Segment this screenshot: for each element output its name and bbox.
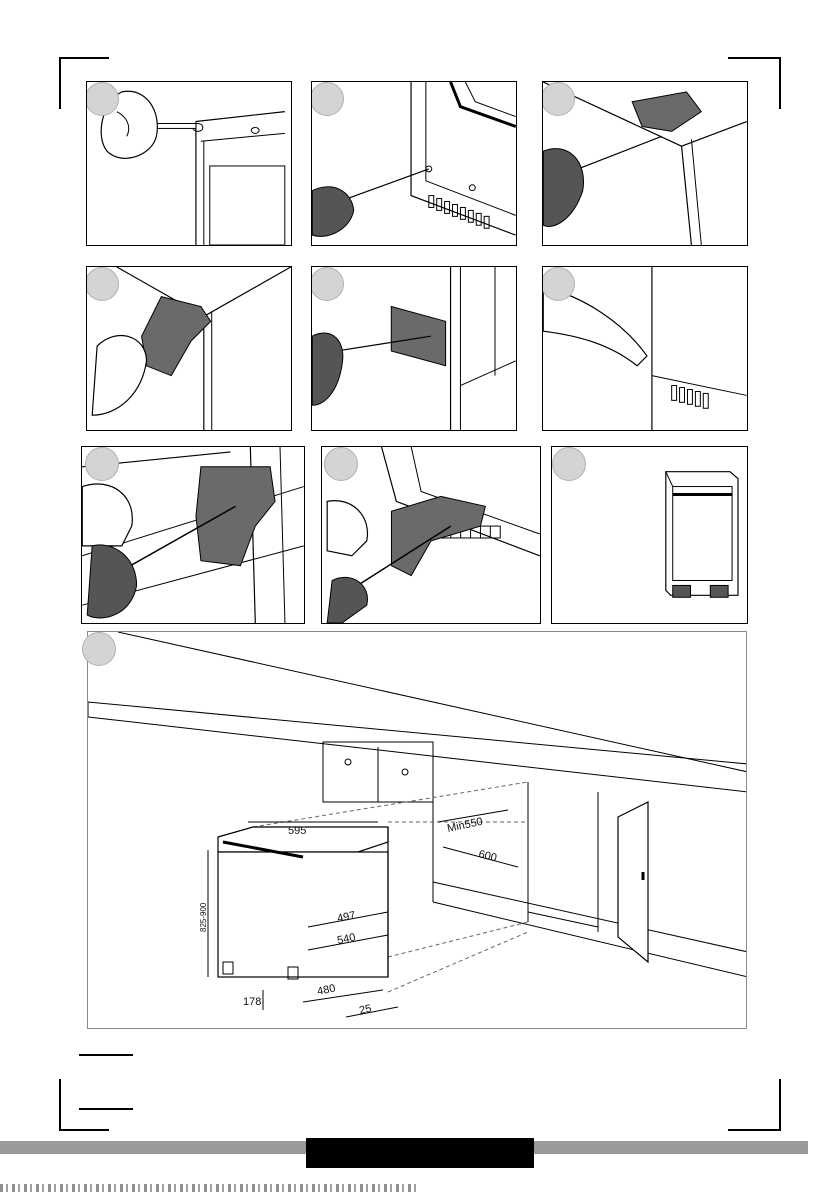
dim-min-depth-label: Min550: [446, 816, 484, 835]
step-badge-icon: [552, 447, 586, 481]
step-panel-8: [321, 446, 541, 624]
footer-rule-lower: [79, 1108, 133, 1110]
dim-width-label: 595: [288, 825, 306, 837]
step-4-illustration: [87, 267, 291, 430]
bracket-icon: [391, 307, 445, 366]
hand-icon: [87, 545, 136, 618]
dim-depth-label: 600: [477, 848, 498, 864]
hand-icon: [312, 187, 353, 237]
vent-grille: [672, 386, 709, 409]
hand-icon: [312, 333, 343, 405]
screwdriver-icon: [342, 169, 429, 201]
dim-178-label: 178: [243, 996, 261, 1008]
cabinet-door: [618, 802, 648, 962]
hand-icon: [92, 336, 146, 416]
step-panel-6: [542, 266, 748, 431]
hand-icon: [82, 484, 132, 546]
appliance-icon: [666, 472, 738, 598]
step-badge-icon: [86, 267, 119, 301]
step-badge-icon: [542, 82, 575, 116]
installation-diagram: 595 Min550 600 825-900 497 540 480 25 17…: [87, 631, 747, 1029]
step-2-illustration: [312, 82, 516, 245]
bracket-icon: [632, 92, 701, 132]
step-badge-icon: [86, 82, 119, 116]
step-panel-2: [311, 81, 517, 246]
bottom-strip: [0, 1184, 420, 1192]
hand-icon: [327, 501, 367, 556]
installation-drawing: 595 Min550 600 825-900 497 540 480 25 17…: [88, 632, 747, 1029]
hand-icon: [543, 149, 583, 227]
bracket-icon: [196, 467, 275, 566]
step-panel-1: [86, 81, 292, 246]
appliance-icon: [218, 827, 388, 979]
screwdriver-icon: [156, 123, 196, 128]
step-badge-icon: [311, 267, 344, 301]
crop-mark-bottom-left-v: [59, 1079, 61, 1131]
step-3-illustration: [543, 82, 747, 245]
screwdriver-icon: [573, 136, 662, 171]
footer-rule-upper: [79, 1054, 133, 1056]
step-6-illustration: [543, 267, 747, 430]
step-5-illustration: [312, 267, 516, 430]
step-badge-icon: [324, 447, 358, 481]
vent-grille: [429, 196, 489, 229]
crop-mark-bottom-right-v: [779, 1079, 781, 1131]
step-badge-icon: [311, 82, 344, 116]
step-panel-7: [81, 446, 305, 624]
crop-mark-bottom-right-h: [728, 1129, 781, 1131]
footer-tab: [306, 1138, 534, 1168]
crop-mark-top-left-h: [59, 57, 109, 59]
crop-mark-top-right-h: [728, 57, 781, 59]
crop-mark-bottom-left-h: [59, 1129, 109, 1131]
dim-25-label: 25: [358, 1003, 372, 1017]
bracket-icon: [391, 496, 485, 575]
crop-mark-top-left-v: [59, 57, 61, 109]
dim-height-label: 825-900: [199, 902, 208, 932]
step-panel-3: [542, 81, 748, 246]
hand-icon: [327, 577, 367, 623]
dim-480-label: 480: [316, 982, 336, 998]
step-panel-4: [86, 266, 292, 431]
step-1-illustration: [87, 82, 291, 245]
crop-mark-top-right-v: [779, 57, 781, 109]
step-badge-icon: [542, 267, 575, 301]
step-badge-icon: [85, 447, 119, 481]
bracket-icon: [142, 297, 211, 376]
step-badge-icon: [82, 632, 116, 666]
step-panel-9: [551, 446, 748, 624]
step-panel-5: [311, 266, 517, 431]
